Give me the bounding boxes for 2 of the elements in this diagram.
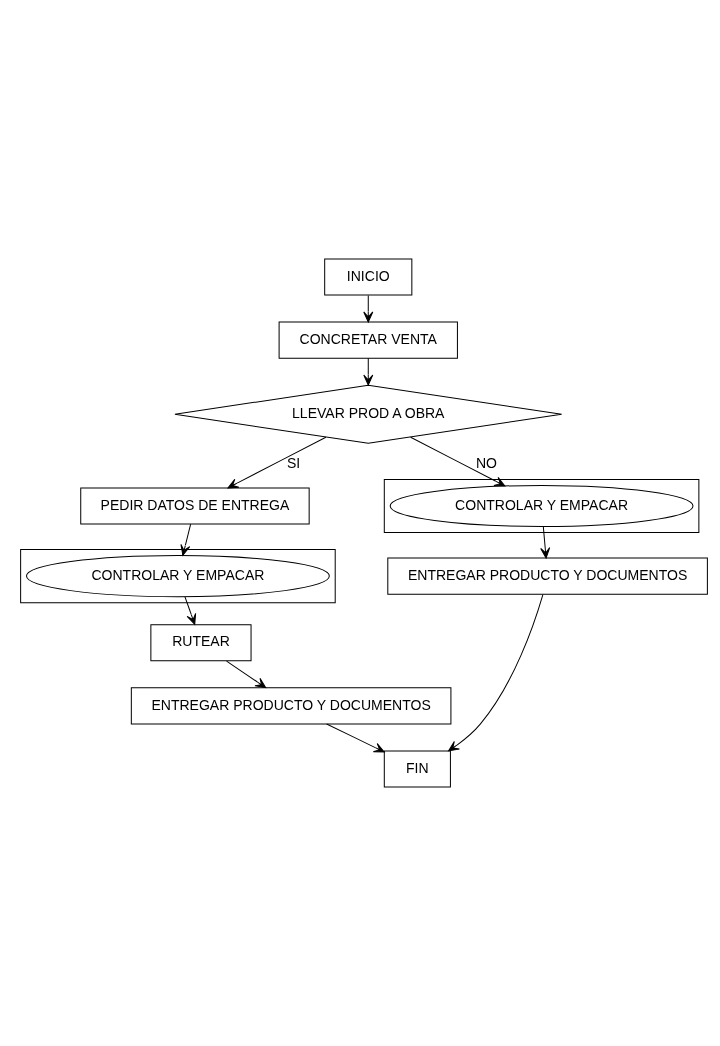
edge-label: SI: [287, 454, 301, 471]
edge-label: NO: [475, 454, 497, 471]
